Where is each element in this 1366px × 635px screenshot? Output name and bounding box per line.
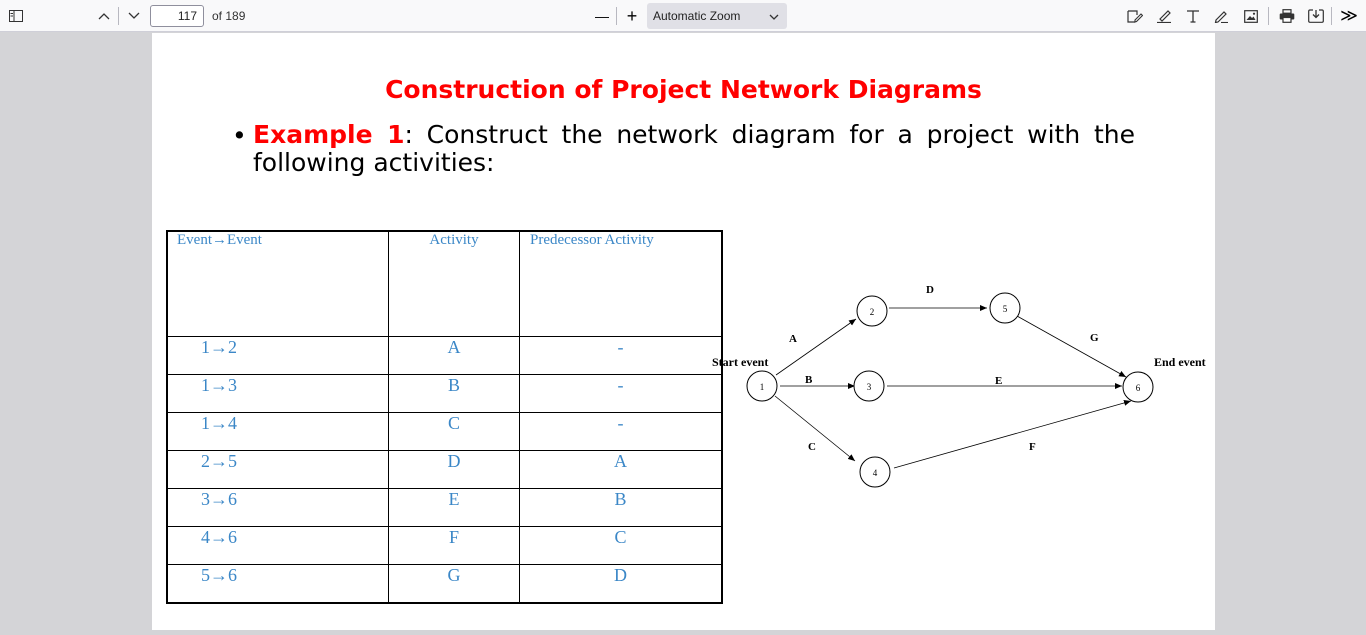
table-cell-event: 2→5 [166, 450, 389, 489]
end-event-label: End event [1154, 355, 1206, 369]
node-6-label: 6 [1136, 383, 1141, 393]
table-row: 1→4 C - [166, 412, 723, 451]
activity-arrow-a [775, 318, 857, 376]
table-row: 1→3 B - [166, 374, 723, 413]
activity-label-c: C [808, 441, 816, 453]
network-node-5 [989, 292, 1021, 324]
activity-label-d: D [926, 284, 934, 296]
table-row: 3→6 E B [166, 488, 723, 527]
image-icon[interactable] [1240, 5, 1262, 27]
pdf-page: Construction of Project Network Diagrams… [152, 33, 1215, 630]
save-icon[interactable] [1305, 5, 1327, 27]
table-cell-predecessor: A [519, 450, 723, 489]
network-node-3 [853, 370, 885, 402]
more-tools-button[interactable]: ≫ [1340, 6, 1358, 25]
network-node-6 [1122, 371, 1154, 403]
example-paragraph: Example 1: Construct the network diagram… [253, 121, 1135, 177]
toolbar-separator [1268, 7, 1269, 25]
chevron-down-icon [769, 3, 779, 29]
node-4-label: 4 [873, 468, 878, 478]
toolbar-separator [616, 7, 617, 25]
node-5-label: 5 [1003, 304, 1008, 314]
text-tool-icon[interactable] [1182, 5, 1204, 27]
table-cell-event: 3→6 [166, 488, 389, 527]
next-page-icon[interactable] [123, 5, 145, 27]
activity-arrow-f [893, 400, 1132, 469]
table-cell-event: 1→4 [166, 412, 389, 451]
table-cell-activity: E [388, 488, 520, 527]
example-label: Example 1 [253, 120, 405, 149]
table-cell-activity: B [388, 374, 520, 413]
print-icon[interactable] [1276, 5, 1298, 27]
previous-page-icon[interactable] [93, 5, 115, 27]
draw-signature-icon[interactable] [1124, 5, 1146, 27]
table-cell-activity: G [388, 564, 520, 604]
activity-table: Event→Event Activity Predecessor Activit… [166, 230, 723, 604]
highlight-icon[interactable] [1153, 5, 1175, 27]
draw-icon[interactable] [1210, 5, 1232, 27]
table-row: 4→6 F C [166, 526, 723, 565]
node-2-label: 2 [870, 307, 875, 317]
header-event-event: Event→Event [166, 230, 389, 337]
page-number-input[interactable]: 117 [150, 5, 204, 27]
table-cell-event: 1→2 [166, 336, 389, 375]
zoom-out-button[interactable]: — [595, 8, 609, 24]
node-1-label: 1 [760, 382, 765, 392]
activity-label-a: A [789, 333, 797, 345]
header-predecessor: Predecessor Activity [519, 230, 723, 337]
activity-arrow-g [1016, 315, 1127, 378]
activity-arrow-c [774, 395, 856, 462]
network-node-1 [746, 370, 778, 402]
table-cell-predecessor: - [519, 412, 723, 451]
node-3-label: 3 [867, 382, 872, 392]
toolbar-separator [118, 7, 119, 25]
table-cell-event: 5→6 [166, 564, 389, 604]
table-cell-activity: C [388, 412, 520, 451]
start-event-label: Start event [712, 355, 768, 369]
table-cell-event: 4→6 [166, 526, 389, 565]
bullet-marker: • [232, 121, 247, 150]
page-count-label: of 189 [212, 9, 246, 23]
zoom-select[interactable]: Automatic Zoom [647, 3, 787, 29]
table-cell-predecessor: B [519, 488, 723, 527]
toolbar-separator [1331, 7, 1332, 25]
zoom-in-button[interactable]: + [626, 5, 638, 26]
activity-label-e: E [995, 375, 1002, 387]
table-cell-predecessor: D [519, 564, 723, 604]
table-cell-activity: F [388, 526, 520, 565]
table-row: 5→6 G D [166, 564, 723, 604]
header-activity: Activity [388, 230, 520, 337]
table-cell-activity: D [388, 450, 520, 489]
pdf-toolbar: 117 of 189 — + Automatic Zoom ≫ [0, 0, 1366, 32]
network-node-4 [859, 456, 891, 488]
table-header-row: Event→Event Activity Predecessor Activit… [166, 230, 723, 337]
activity-label-b: B [805, 374, 813, 386]
table-cell-event: 1→3 [166, 374, 389, 413]
table-row: 2→5 D A [166, 450, 723, 489]
table-cell-predecessor: - [519, 374, 723, 413]
network-diagram: 1 2 3 4 5 6 Start event End event A B C … [712, 284, 1206, 488]
table-cell-predecessor: - [519, 336, 723, 375]
activity-label-f: F [1029, 441, 1036, 453]
example-text: : Construct the network diagram for a pr… [253, 120, 1135, 177]
table-row: 1→2 A - [166, 336, 723, 375]
sidebar-toggle-icon[interactable] [5, 5, 27, 27]
page-title: Construction of Project Network Diagrams [385, 75, 982, 104]
zoom-select-value: Automatic Zoom [653, 9, 741, 23]
activity-label-g: G [1090, 332, 1099, 344]
network-node-2 [856, 295, 888, 327]
table-cell-predecessor: C [519, 526, 723, 565]
table-cell-activity: A [388, 336, 520, 375]
